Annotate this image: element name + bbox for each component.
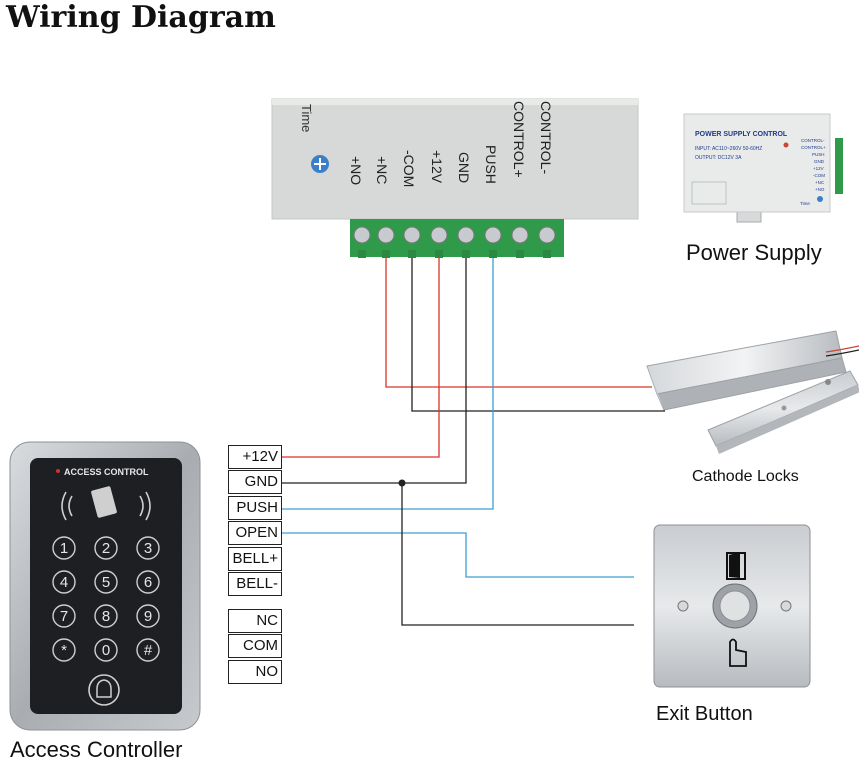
power-supply-thumbnail: POWER SUPPLY CONTROL INPUT: AC110~260V 5… xyxy=(683,113,843,223)
thumb-side-2: PUSH xyxy=(812,152,825,157)
thumb-side-6: +NC xyxy=(815,180,825,185)
panel-time-label: Time xyxy=(299,104,314,132)
terminal-screws xyxy=(353,226,556,258)
power-supply-caption: Power Supply xyxy=(686,240,822,265)
terminal-bell-minus: BELL- xyxy=(228,572,282,596)
terminal-12v: +12V xyxy=(228,445,282,469)
thumb-side-3: GND xyxy=(814,159,825,164)
keypad-key-4[interactable] xyxy=(52,570,76,594)
panel-label-com: -COM xyxy=(401,150,417,187)
thumb-footer: Time xyxy=(800,201,810,206)
thumb-side-4: +12V xyxy=(813,166,824,171)
terminal-bell-plus: BELL+ xyxy=(228,547,282,571)
panel-label-control-minus: CONTROL- xyxy=(538,101,554,174)
wire-black-com-to-lock xyxy=(411,258,665,412)
keypad-key-label: 8 xyxy=(102,608,110,625)
keypad-key-label: # xyxy=(144,642,153,659)
thumb-side-0: CONTROL- xyxy=(801,138,825,143)
keypad-key-3[interactable] xyxy=(136,536,160,560)
keypad-key-star[interactable] xyxy=(52,638,76,662)
panel-label-no: +NO xyxy=(348,156,364,185)
terminal-push: PUSH xyxy=(228,496,282,520)
terminal-gnd: GND xyxy=(228,470,282,494)
wire-red-12v xyxy=(282,258,440,458)
panel-label-push: PUSH xyxy=(483,145,499,184)
keypad-key-label: 0 xyxy=(102,642,110,659)
exit-button-plate xyxy=(653,524,811,688)
keypad-key-0[interactable] xyxy=(94,638,118,662)
thumb-side-5: -COM xyxy=(813,173,825,178)
thumb-output: OUTPUT: DC12V 3A xyxy=(695,155,742,161)
keypad-key-6[interactable] xyxy=(136,570,160,594)
panel-label-nc: +NC xyxy=(374,156,390,184)
panel-label-gnd: GND xyxy=(456,152,472,183)
keypad-key-7[interactable] xyxy=(52,604,76,628)
keypad-key-8[interactable] xyxy=(94,604,118,628)
wire-black-gnd xyxy=(282,258,467,484)
terminal-no: NO xyxy=(228,660,282,684)
door-icon xyxy=(726,552,746,580)
access-controller-caption: Access Controller xyxy=(10,737,183,762)
keypad-key-hash[interactable] xyxy=(136,638,160,662)
panel-label-control-plus: CONTROL+ xyxy=(511,101,527,178)
wire-blue-open-to-exit xyxy=(282,532,634,578)
thumb-side-7: +NO xyxy=(815,187,825,192)
wire-blue-push xyxy=(282,258,494,510)
keypad-key-5[interactable] xyxy=(94,570,118,594)
card-reader-icon xyxy=(61,486,151,521)
access-controller-device: ACCESS CONTROL 1 2 3 4 5 6 7 8 9 * 0 # xyxy=(9,441,201,731)
terminal-com: COM xyxy=(228,634,282,658)
bell-icon[interactable] xyxy=(88,674,120,706)
magnetic-lock xyxy=(646,330,859,454)
thumb-input: INPUT: AC110~260V 50-60HZ xyxy=(695,146,762,152)
keypad-header: ACCESS CONTROL xyxy=(64,467,149,477)
keypad-key-1[interactable] xyxy=(52,536,76,560)
keypad-key-label: 4 xyxy=(60,574,68,591)
diagram-title: Wiring Diagram xyxy=(6,0,276,35)
hand-press-icon xyxy=(729,638,747,667)
keypad-key-label: 2 xyxy=(102,540,110,557)
keypad-key-label: 5 xyxy=(102,574,110,591)
terminal-nc: NC xyxy=(228,609,282,633)
keypad-key-label: 7 xyxy=(60,608,68,625)
thumb-side-1: CONTROL+ xyxy=(801,145,826,150)
keypad-key-label: 3 xyxy=(144,540,152,557)
terminal-open: OPEN xyxy=(228,521,282,545)
wire-junction-dot xyxy=(398,479,406,487)
wire-black-gnd-to-exit xyxy=(401,483,634,626)
thumb-header: POWER SUPPLY CONTROL xyxy=(695,131,788,138)
keypad-key-9[interactable] xyxy=(136,604,160,628)
keypad-key-label: 6 xyxy=(144,574,152,591)
keypad-key-label: 1 xyxy=(60,540,68,557)
power-supply-panel: Time +NO +NC -COM +12V GND PUSH CONTROL+… xyxy=(271,98,639,258)
keypad-key-label: 9 xyxy=(144,608,152,625)
wires xyxy=(282,258,665,626)
panel-label-12v: +12V xyxy=(429,150,445,184)
keypad-keys: 1 2 3 4 5 6 7 8 9 * 0 # xyxy=(52,536,160,662)
cathode-locks-caption: Cathode Locks xyxy=(692,468,799,485)
wire-red-nc-to-lock xyxy=(385,258,652,388)
keypad-key-label: * xyxy=(61,642,67,659)
exit-button-caption: Exit Button xyxy=(656,703,753,725)
keypad-key-2[interactable] xyxy=(94,536,118,560)
